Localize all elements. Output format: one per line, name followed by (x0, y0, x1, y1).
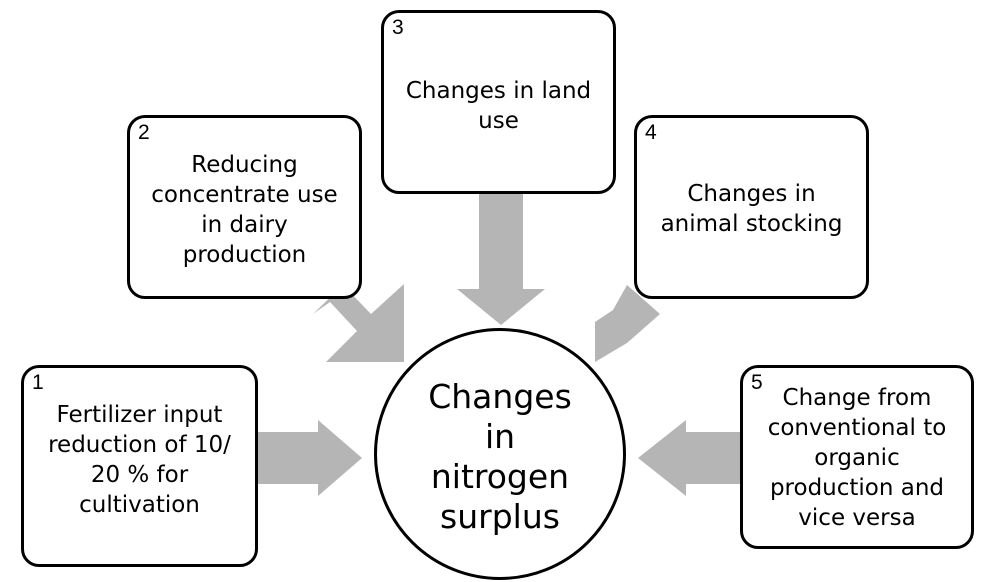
center-line-3: nitrogen (430, 457, 570, 496)
center-circle: Changes in nitrogen surplus (374, 328, 626, 580)
box-2-line-2: concentrate use (151, 182, 338, 208)
box-1-line-3: 20 % for (90, 462, 189, 488)
arrow-box1-to-center (258, 420, 362, 496)
box-4-number: 4 (645, 121, 657, 144)
box-3-line-2: use (478, 108, 519, 134)
box-2-line-1: Reducing (191, 152, 298, 178)
box-3-land-use: 3 Changes in land use (381, 10, 616, 194)
arrow-box5-to-center (638, 420, 743, 496)
box-5-organic: 5 Change from conventional to organic pr… (740, 365, 974, 549)
arrow-box3-to-center (457, 193, 545, 325)
box-1-line-2: reduction of 10/ (48, 432, 231, 458)
center-line-1: Changes (428, 377, 572, 416)
box-4-line-2: animal stocking (660, 211, 843, 237)
box-4-line-1: Changes in (687, 181, 816, 207)
box-5-line-4: production and (769, 475, 945, 501)
box-1-number: 1 (32, 371, 44, 394)
box-3-number: 3 (392, 16, 404, 39)
box-5-number: 5 (751, 371, 763, 394)
box-1-fertilizer: 1 Fertilizer input reduction of 10/ 20 %… (21, 365, 258, 567)
box-3-line-1: Changes in land (405, 78, 592, 104)
box-1-line-4: cultivation (79, 492, 200, 518)
box-5-line-3: organic (814, 445, 900, 471)
box-1-line-1: Fertilizer input (56, 402, 223, 428)
box-2-line-4: production (182, 242, 307, 268)
box-5-line-2: conventional to (767, 415, 947, 441)
box-2-number: 2 (138, 121, 150, 144)
center-line-2: in (484, 417, 516, 456)
box-4-animal-stocking: 4 Changes in animal stocking (634, 115, 869, 299)
box-2-concentrate: 2 Reducing concentrate use in dairy prod… (127, 115, 362, 299)
box-5-line-1: Change from (782, 385, 932, 411)
arrow-box4-to-center (595, 285, 660, 362)
arrow-box2-to-center (313, 284, 404, 362)
center-line-4: surplus (440, 497, 560, 536)
box-2-line-3: in dairy (201, 212, 288, 238)
box-5-line-5: vice versa (798, 505, 916, 531)
